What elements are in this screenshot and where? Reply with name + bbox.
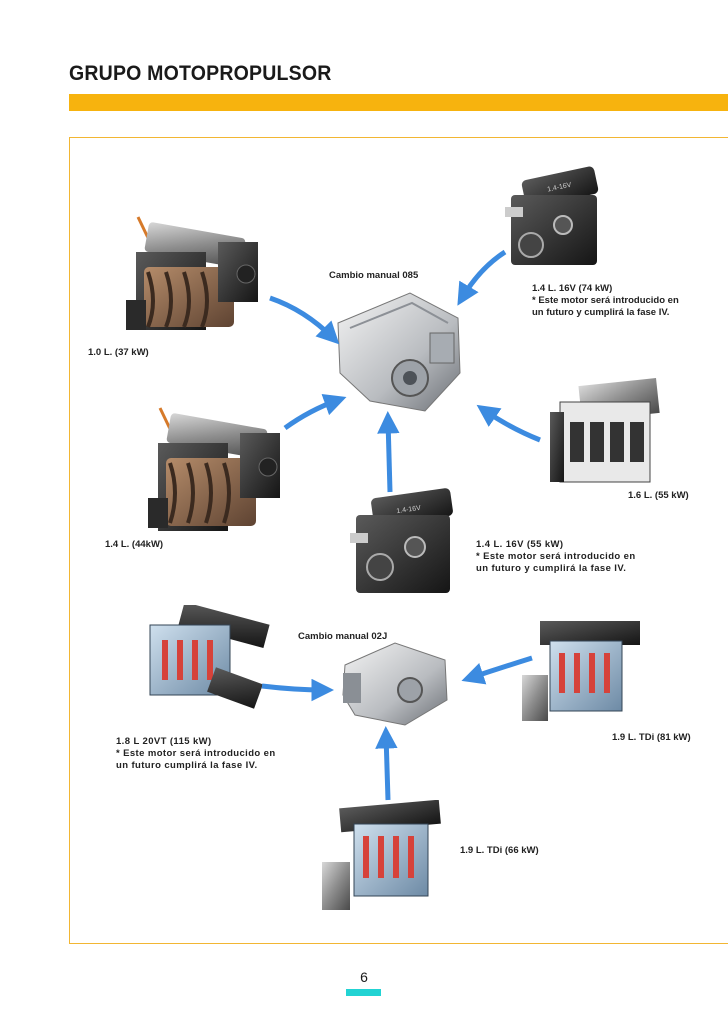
engine-1-4-16v-55kw-label: 1.4 L. 16V (55 kW) * Este motor será int… [476, 539, 636, 575]
gearbox-02j-label: Cambio manual 02J [298, 631, 388, 642]
gearbox-085-illustration [337, 292, 461, 412]
engine-note-line: un futuro y cumplirá la fase IV. [532, 307, 670, 318]
page-number: 6 [360, 969, 368, 985]
arrow-1-8-to-gearbox [261, 678, 334, 702]
page-number-marker [346, 989, 381, 996]
arrow-1-4-55-to-gearbox [377, 411, 400, 493]
engine-1-8-20vt-illustration [149, 605, 270, 709]
engine-note-line: un futuro y cumplirá la fase IV. [476, 563, 627, 574]
engine-1-6-label: 1.6 L. (55 kW) [628, 490, 689, 501]
page-title: GRUPO MOTOPROPULSOR [69, 62, 332, 85]
gearbox-02j-illustration [342, 642, 448, 726]
engine-1-6-illustration [550, 378, 660, 483]
engine-1-9-tdi-66kw-illustration [322, 800, 441, 910]
engine-1-9-tdi-66kw-label: 1.9 L. TDi (66 kW) [460, 845, 539, 856]
engine-1-4-16v-74kw-label: 1.4 L. 16V (74 kW) * Este motor será int… [532, 283, 679, 319]
engine-note-line: * Este motor será introducido en [476, 551, 636, 562]
title-accent-bar [69, 94, 728, 111]
engine-1-9-tdi-81kw-label: 1.9 L. TDi (81 kW) [612, 732, 691, 743]
engine-note-line: * Este motor será introducido en [532, 295, 679, 306]
engine-1-4-16v-74kw-illustration: 1.4-16V [505, 166, 599, 265]
content-frame [69, 137, 728, 944]
engine-1-9-tdi-81kw-illustration [522, 621, 640, 721]
arrow-1-9-66-to-gearbox [375, 726, 398, 801]
arrow-1-0-to-gearbox [269, 295, 340, 345]
engine-note-line: * Este motor será introducido en [116, 748, 276, 759]
svg-text:1.4-16V: 1.4-16V [396, 505, 422, 515]
engine-1-4-44kw-illustration [148, 407, 280, 531]
engine-name: 1.4 L. 16V (55 kW) [476, 539, 564, 550]
arrow-1-9-81-to-gearbox [461, 655, 533, 685]
engine-1-4-16v-55kw-illustration: 1.4-16V [350, 488, 453, 593]
engine-name: 1.4 L. 16V (74 kW) [532, 283, 613, 294]
arrow-1-4-44-to-gearbox [283, 393, 347, 431]
engine-name: 1.8 L 20VT (115 kW) [116, 736, 212, 747]
arrow-1-6-to-gearbox [476, 404, 541, 443]
gearbox-085-label: Cambio manual 085 [329, 270, 419, 281]
engine-1-4-44kw-label: 1.4 L. (44kW) [105, 539, 164, 550]
engine-1-0-label: 1.0 L. (37 kW) [88, 347, 149, 358]
arrow-1-4-74-to-gearbox [457, 249, 507, 306]
engine-note-line: un futuro cumplirá la fase IV. [116, 760, 258, 771]
engine-1-0-illustration [126, 216, 258, 330]
engine-1-8-20vt-label: 1.8 L 20VT (115 kW) * Este motor será in… [116, 736, 276, 772]
